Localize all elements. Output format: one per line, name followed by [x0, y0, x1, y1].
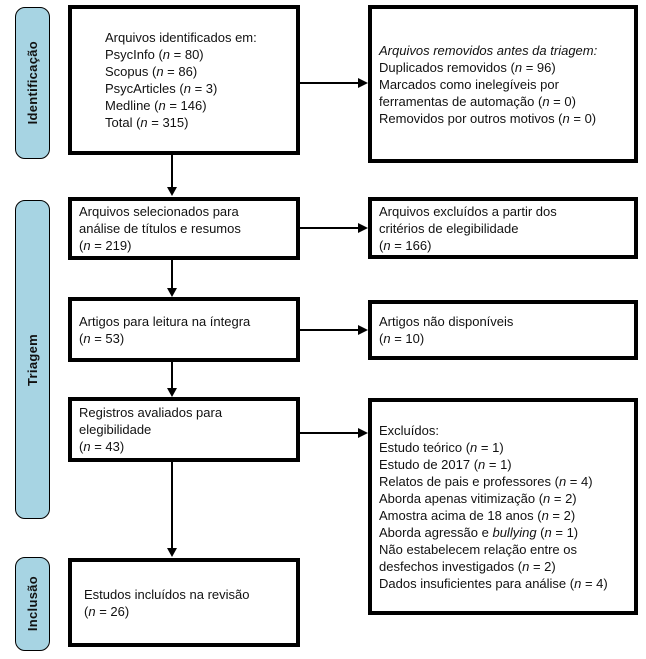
- box-text-line: Estudo teórico (n = 1): [379, 439, 504, 455]
- box-text-line: Medline (n = 146): [105, 98, 207, 113]
- box-text-line: Aborda apenas vitimização (n = 2): [379, 490, 577, 506]
- stage-label-screening-text: Triagem: [25, 333, 40, 386]
- box-text-line: Estudo de 2017 (n = 1): [379, 456, 512, 472]
- stage-label-identification: Identificação: [15, 7, 50, 159]
- box-text-line: desfechos investigados (n = 2): [379, 558, 556, 574]
- box-full-text-reading: Artigos para leitura na íntegra(n = 53): [68, 297, 300, 362]
- arrow-head-icon: [358, 428, 368, 438]
- box-text-line: (n = 26): [84, 603, 130, 619]
- arrow-head-icon: [358, 223, 368, 233]
- box-text-line: análise de títulos e resumos: [79, 221, 241, 236]
- box-text-line: Arquivos removidos antes da triagem:: [379, 42, 598, 58]
- arrow-head-icon: [167, 388, 177, 397]
- arrow-line: [171, 362, 173, 388]
- box-text-line: Aborda agressão e bullying (n = 1): [379, 524, 579, 540]
- box-text-line: elegibilidade: [79, 422, 152, 437]
- box-records-identified: Arquivos identificados em: PsycInfo (n = …: [68, 5, 300, 155]
- arrow-head-icon: [358, 325, 368, 335]
- arrow-line: [300, 329, 359, 331]
- box-text-line: (n = 53): [79, 330, 125, 346]
- box-selected-title-abstract: Arquivos selecionados para análise de tít…: [68, 197, 300, 260]
- box-text-line: Arquivos identificados em:: [105, 30, 257, 45]
- arrow-head-icon: [358, 78, 368, 88]
- box-text-line: Estudos incluídos na revisão: [84, 586, 250, 602]
- arrow-head-icon: [167, 548, 177, 557]
- arrow-line: [300, 227, 359, 229]
- box-text-line: Scopus (n = 86): [105, 64, 198, 79]
- box-text-line: critérios de elegibilidade: [379, 220, 519, 236]
- stage-label-identification-text: Identificação: [25, 41, 40, 125]
- box-included-review: Estudos incluídos na revisão(n = 26): [68, 558, 300, 647]
- box-excluded-reasons: Excluídos:Estudo teórico (n = 1)Estudo d…: [368, 398, 638, 615]
- arrow-head-icon: [167, 288, 177, 297]
- box-text-line: Arquivos selecionados para: [79, 204, 239, 219]
- box-text-line: Não estabelecem relação entre os: [379, 541, 578, 557]
- box-text-line: Relatos de pais e professores (n = 4): [379, 473, 593, 489]
- arrow-head-icon: [167, 187, 177, 196]
- box-assessed-eligibility: Registros avaliados para elegibilidade (n …: [68, 397, 300, 462]
- box-removed-before-screening: Arquivos removidos antes da triagem:Dupl…: [368, 5, 638, 163]
- box-text-line: (n = 43): [79, 439, 125, 454]
- arrow-line: [300, 82, 359, 84]
- box-text-line: Amostra acima de 18 anos (n = 2): [379, 507, 576, 523]
- box-text-line: Artigos não disponíveis: [379, 314, 514, 329]
- box-text-line: (n = 219): [79, 238, 132, 253]
- box-text-line: Duplicados removidos (n = 96): [379, 59, 556, 75]
- box-not-available: Artigos não disponíveis (n = 10): [368, 300, 638, 360]
- box-text-line: PsycInfo (n = 80): [105, 47, 204, 62]
- stage-label-inclusion-text: Inclusão: [25, 576, 40, 632]
- box-text-line: (n = 10): [379, 331, 425, 346]
- stage-label-inclusion: Inclusão: [15, 557, 50, 651]
- box-text-line: Arquivos excluídos a partir dos: [379, 203, 557, 219]
- arrow-line: [171, 260, 173, 288]
- box-text-line: Excluídos:: [379, 422, 439, 438]
- stage-label-screening: Triagem: [15, 200, 50, 519]
- box-text-line: Removidos por outros motivos (n = 0): [379, 110, 597, 126]
- box-text-line: Dados insuficientes para análise (n = 4): [379, 575, 608, 591]
- box-text-line: Marcados como inelegíveis por: [379, 76, 559, 92]
- box-text-line: Total (n = 315): [105, 115, 189, 130]
- arrow-line: [171, 462, 173, 548]
- arrow-line: [300, 432, 359, 434]
- box-text-line: (n = 166): [379, 237, 432, 253]
- box-text-line: ferramentas de automação (n = 0): [379, 93, 576, 109]
- box-text-line: Registros avaliados para: [79, 405, 223, 420]
- box-text-line: Artigos para leitura na íntegra: [79, 313, 251, 329]
- arrow-line: [171, 155, 173, 187]
- box-text-line: PsycArticles (n = 3): [105, 81, 218, 96]
